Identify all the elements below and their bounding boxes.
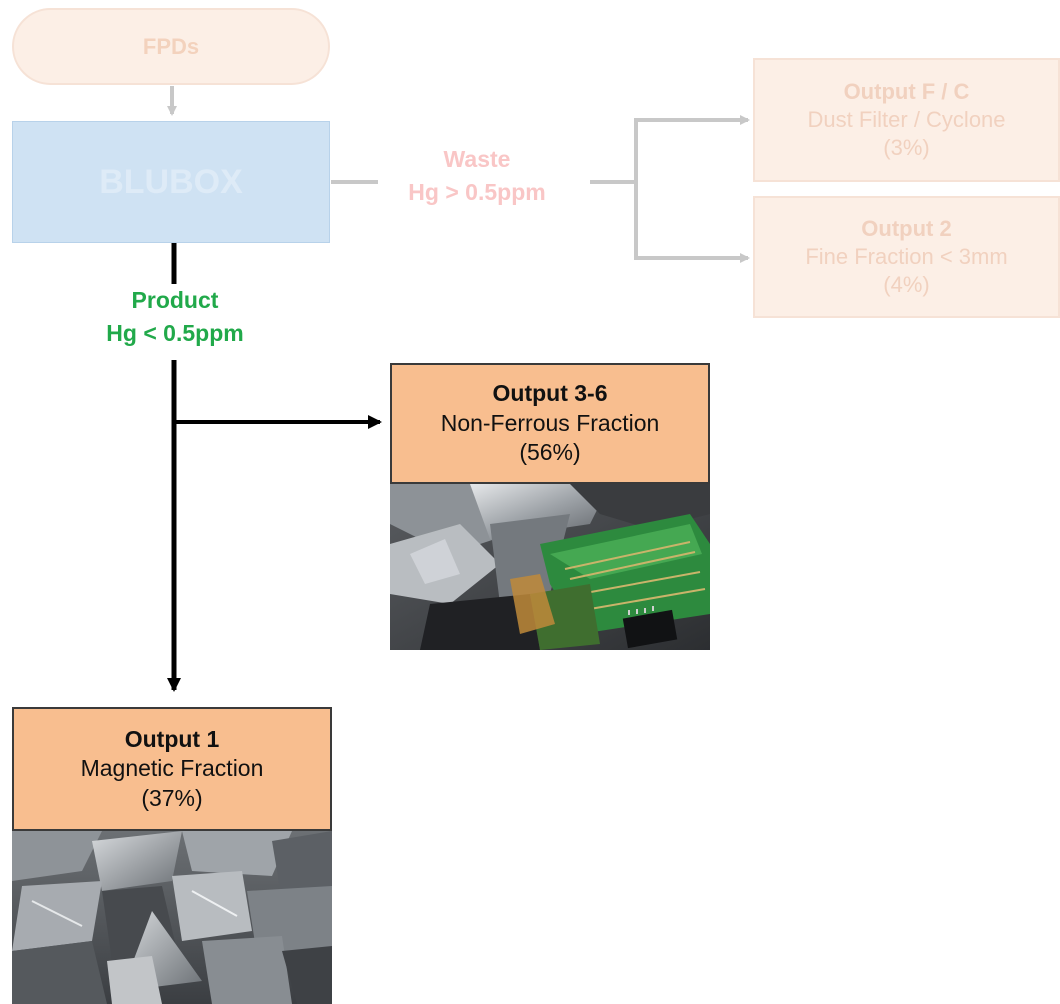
output-1-description: Magnetic Fraction — [80, 755, 264, 782]
output-2-description: Fine Fraction < 3mm — [805, 243, 1008, 269]
product-label-line2: Hg < 0.5ppm — [106, 320, 244, 347]
output-1-share: (37%) — [141, 784, 203, 811]
waste-label-line2: Hg > 0.5ppm — [408, 179, 546, 206]
output-fc-description: Dust Filter / Cyclone — [807, 106, 1006, 132]
output-2-share: (4%) — [883, 272, 930, 298]
output-fc-title: Output F / C — [843, 78, 970, 104]
output-fc-share: (3%) — [883, 135, 930, 161]
output-1-node: Output 1 Magnetic Fraction (37%) — [12, 707, 332, 831]
product-label-line1: Product — [131, 287, 219, 313]
blubox-label: BLUBOX — [99, 162, 243, 201]
output-3-6-title: Output 3-6 — [492, 380, 608, 407]
output-3-6-share: (56%) — [519, 439, 581, 466]
waste-label-line1: Waste — [443, 146, 511, 172]
fpds-label: FPDs — [142, 33, 200, 59]
fpds-start-node: FPDs — [12, 8, 330, 85]
non-ferrous-photo — [390, 484, 710, 650]
output-fc-node: Output F / C Dust Filter / Cyclone (3%) — [753, 58, 1060, 182]
product-edge-label: Product Hg < 0.5ppm — [60, 284, 290, 351]
blubox-process-node: BLUBOX — [12, 121, 330, 243]
non-ferrous-photo-illustration — [390, 484, 710, 650]
output-2-node: Output 2 Fine Fraction < 3mm (4%) — [753, 196, 1060, 318]
output-2-title: Output 2 — [861, 215, 952, 241]
magnetic-photo — [12, 831, 332, 1004]
output-3-6-description: Non-Ferrous Fraction — [440, 409, 660, 436]
waste-edge-label: Waste Hg > 0.5ppm — [372, 143, 582, 210]
output-1-title: Output 1 — [124, 725, 220, 752]
magnetic-photo-illustration — [12, 831, 332, 1004]
output-3-6-node: Output 3-6 Non-Ferrous Fraction (56%) — [390, 363, 710, 484]
